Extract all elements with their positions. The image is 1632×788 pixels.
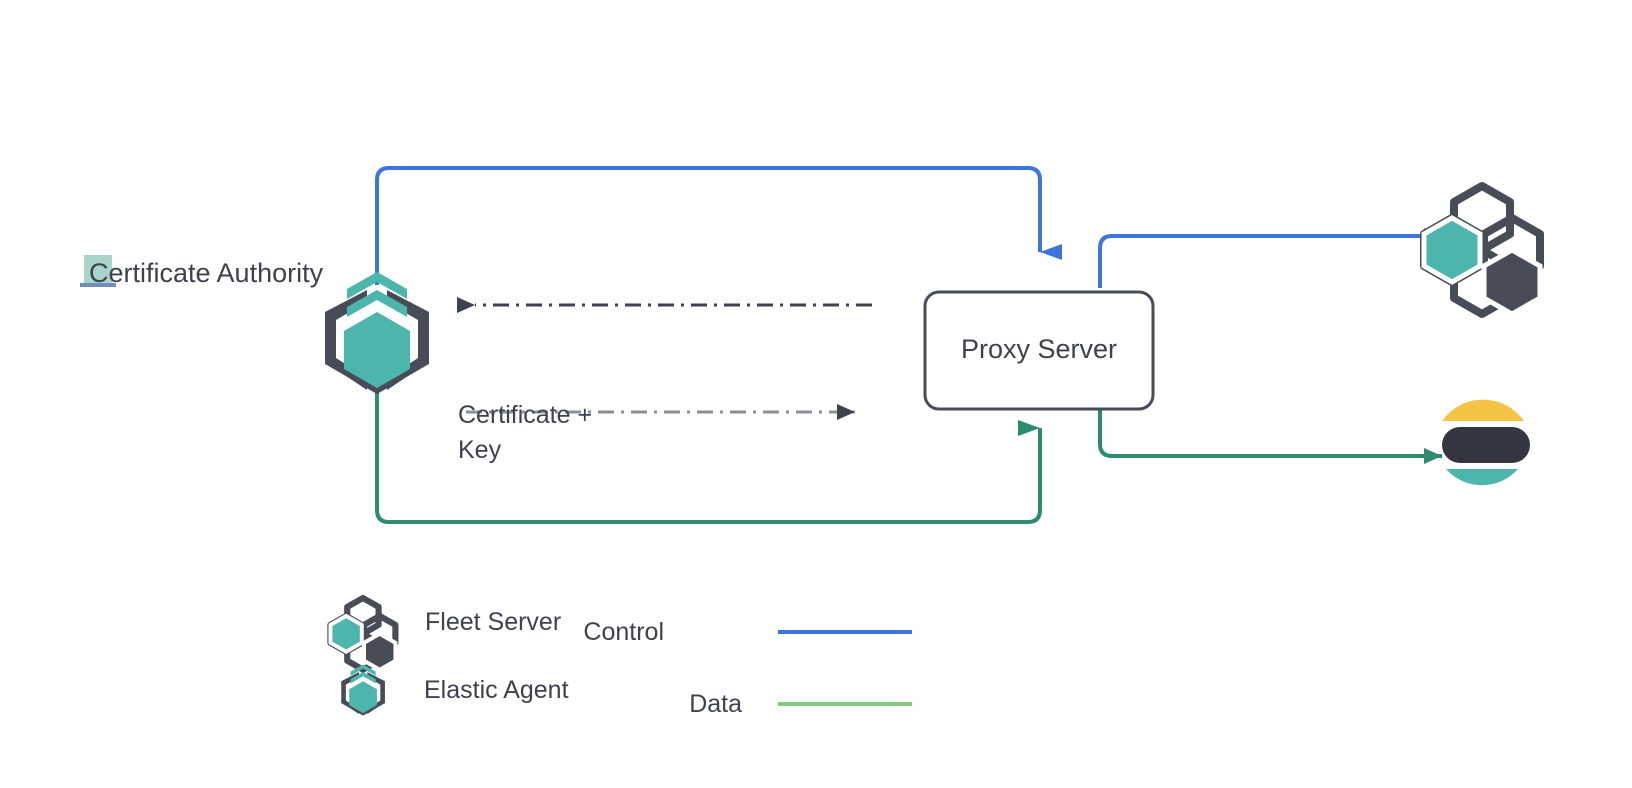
fleet-hex-dark-filled — [1481, 247, 1543, 317]
edge-proxy-to-elasticsearch-data — [1098, 400, 1442, 464]
proxy-server-label: Proxy Server — [961, 334, 1117, 364]
node-certificate-authority[interactable] — [325, 272, 429, 394]
edge-agent-to-proxy-data — [375, 385, 1042, 524]
text-highlight-box — [84, 255, 112, 287]
legend-fleet-server-label: Fleet Server — [425, 608, 561, 636]
node-proxy-server[interactable]: Proxy Server — [923, 290, 1155, 411]
legend-agent-chevron-top — [350, 664, 376, 676]
certificate-authority-label: Certificate Authority — [89, 258, 324, 288]
legend-fleet-hex-dark-filled — [362, 631, 398, 672]
legend-agent-hexagon — [349, 681, 377, 714]
proxy-server-box[interactable] — [923, 290, 1155, 411]
text-underline — [80, 283, 116, 287]
elasticsearch-middle-bar — [1442, 427, 1530, 463]
legend-item-data: Data — [689, 690, 912, 718]
node-fleet-server[interactable] — [1420, 182, 1544, 318]
legend-control-label: Control — [583, 618, 664, 646]
legend-item-elastic-agent: Elastic Agent — [341, 664, 569, 716]
certificate-key-line2: Key — [458, 436, 502, 464]
legend-fleet-hex-teal-filled — [328, 613, 364, 655]
legend-data-label: Data — [689, 690, 742, 718]
node-elasticsearch[interactable] — [1442, 399, 1530, 486]
legend-agent-chevron-mid — [350, 672, 376, 684]
certificate-authority-label-group: Certificate Authority — [80, 255, 324, 288]
fleet-hex-teal-filled — [1421, 215, 1483, 285]
elastic-agent-hexagon — [344, 312, 410, 388]
legend-elastic-agent-label: Elastic Agent — [424, 676, 569, 704]
certificate-key-line1: Certificate + — [458, 401, 592, 429]
elastic-agent-chevron-top — [347, 272, 407, 299]
elastic-agent-chevron-mid — [347, 290, 407, 317]
elasticsearch-bottom-arc — [1446, 469, 1518, 486]
legend-item-control: Control — [583, 618, 912, 646]
elasticsearch-top-arc — [1442, 399, 1524, 421]
edge-label-certificate-key: Certificate + Key — [458, 401, 592, 464]
edge-proxy-to-fleet-control — [1098, 228, 1442, 288]
edge-agent-to-proxy-control — [375, 166, 1062, 285]
legend-item-fleet-server: Fleet Server — [327, 594, 561, 673]
